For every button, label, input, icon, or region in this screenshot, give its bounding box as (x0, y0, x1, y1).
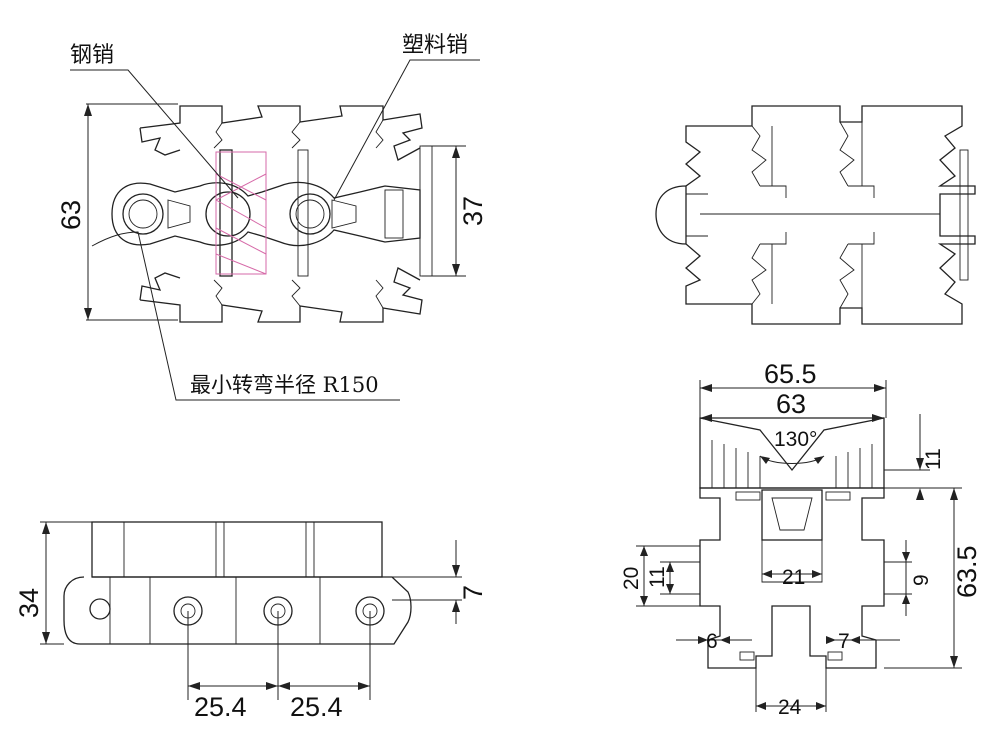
dim-angle: 130° (774, 428, 817, 451)
dim-pitch-2: 25.4 (290, 692, 343, 722)
dim-63-top: 63 (56, 200, 86, 230)
dim-34: 34 (14, 588, 44, 618)
dim-9: 9 (910, 574, 933, 586)
plan-view: 63 37 钢销 塑料销 最小转弯半径 R150 (56, 33, 488, 401)
label-steel-pin: 钢销 (70, 43, 114, 68)
dim-pitch-1: 25.4 (194, 692, 247, 722)
dim-65-5: 65.5 (764, 359, 817, 389)
dim-6: 6 (706, 630, 718, 653)
dim-63-sec: 63 (776, 389, 806, 419)
dim-20: 20 (620, 567, 643, 590)
dim-7-sec: 7 (838, 630, 850, 653)
label-plastic-pin: 塑料销 (402, 33, 468, 58)
dim-21: 21 (782, 566, 805, 589)
dim-11-top: 11 (922, 448, 945, 470)
cross-section: 65.5 63 130° 11 63.5 20 11 21 (620, 359, 982, 719)
dim-11-left: 11 (646, 566, 669, 588)
label-min-radius: 最小转弯半径 R150 (190, 373, 379, 397)
dim-63-5: 63.5 (952, 545, 982, 598)
dim-37: 37 (458, 196, 488, 226)
bottom-view (655, 105, 976, 325)
dim-24: 24 (778, 696, 802, 719)
dim-7-side: 7 (458, 585, 488, 600)
side-view: 34 7 25.4 25.4 (14, 521, 488, 722)
